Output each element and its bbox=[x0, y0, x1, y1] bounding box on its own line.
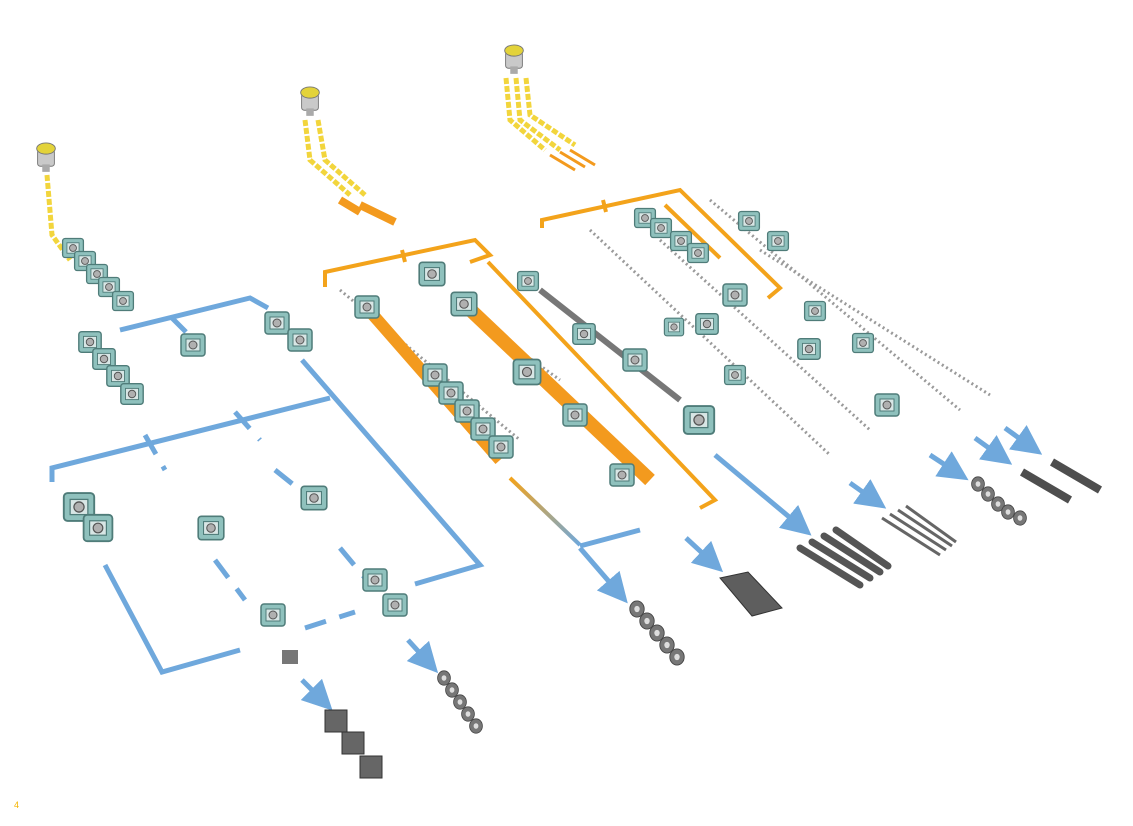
page-number: 4 bbox=[14, 800, 20, 810]
product-pipes bbox=[796, 526, 892, 589]
product-plate bbox=[719, 571, 783, 617]
tube-line bbox=[538, 287, 682, 403]
slabs-middle bbox=[337, 196, 397, 226]
product-wire-coils bbox=[437, 670, 483, 734]
flow-lines-right bbox=[540, 187, 1043, 536]
ladle-left bbox=[36, 142, 56, 172]
flow-lines-middle bbox=[323, 237, 724, 604]
product-strip-coils bbox=[629, 600, 685, 666]
ladle-right bbox=[504, 44, 524, 74]
ladle-middle bbox=[300, 86, 320, 116]
hot-strip-middle-line bbox=[455, 294, 655, 486]
flow-lines-left bbox=[49, 295, 485, 711]
casting-strand-right bbox=[503, 77, 577, 152]
casting-strand-middle bbox=[302, 119, 367, 197]
product-blooms bbox=[282, 650, 383, 779]
product-flat-bars bbox=[1019, 458, 1103, 504]
product-bars bbox=[881, 504, 957, 557]
billets-right bbox=[549, 148, 596, 172]
products bbox=[282, 458, 1103, 779]
product-rod-coils bbox=[971, 476, 1027, 526]
